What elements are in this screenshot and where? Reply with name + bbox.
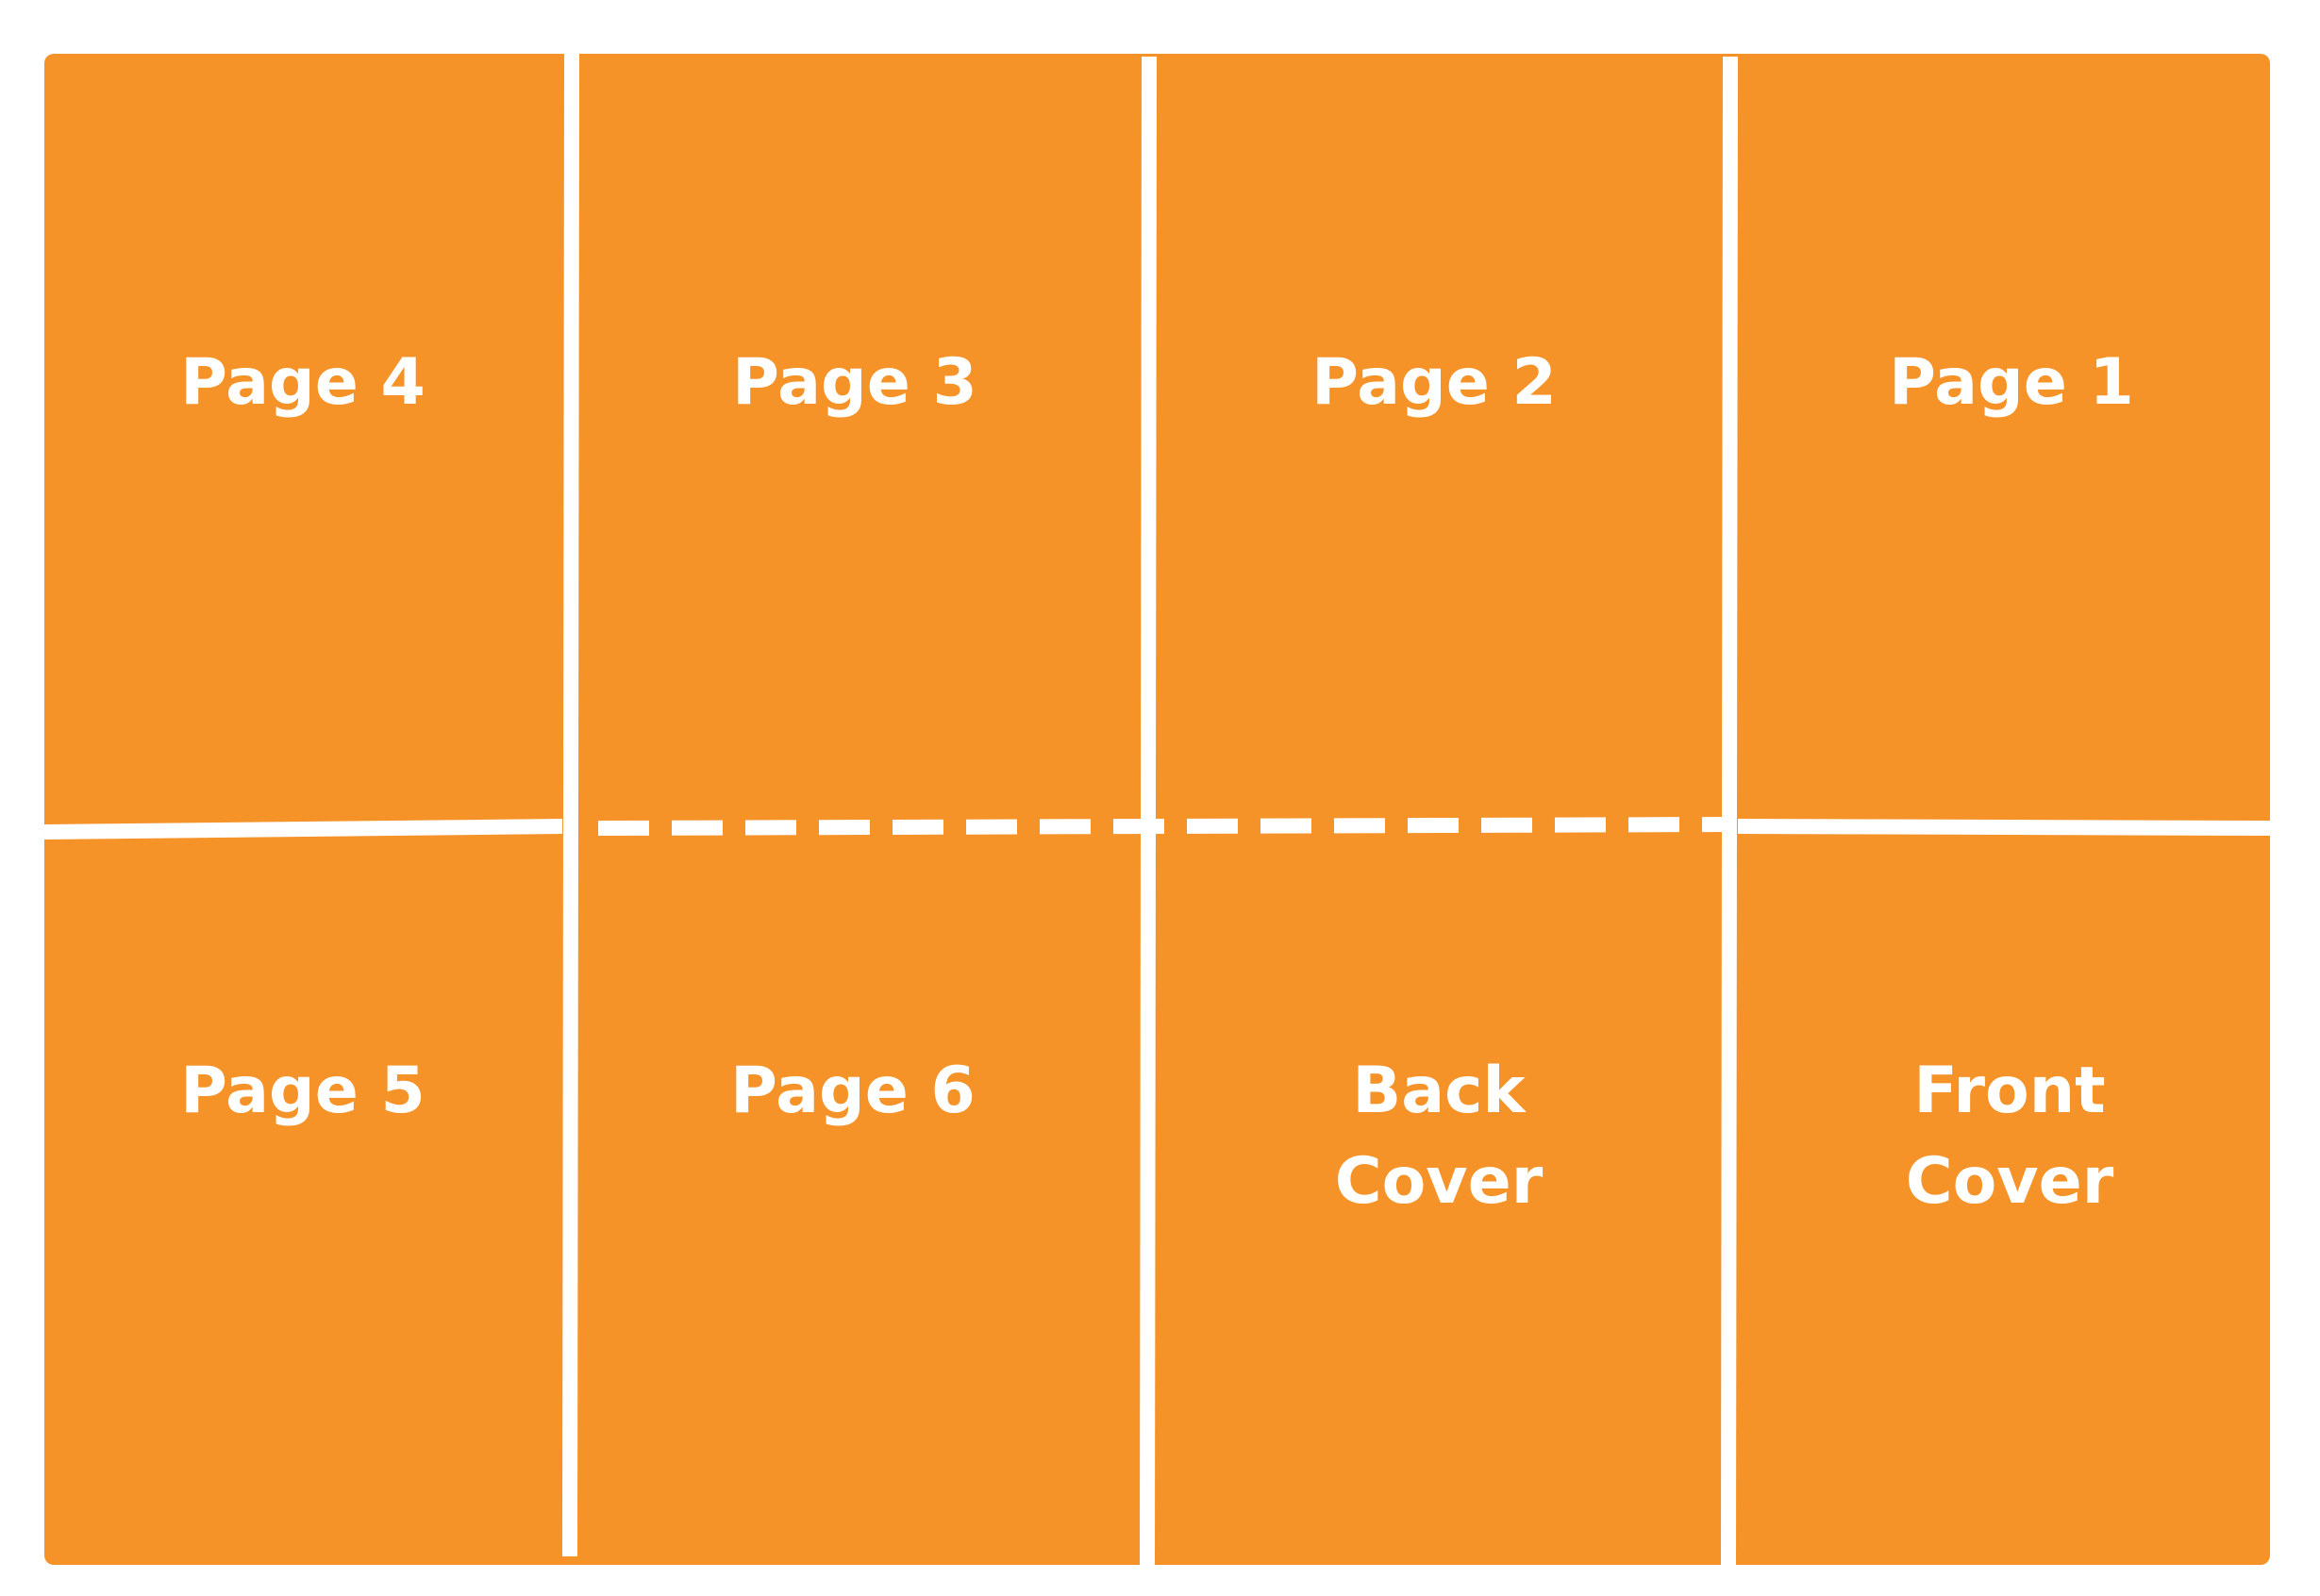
vertical-cut-lines	[562, 53, 1738, 1566]
panel-front-cover-line2: Cover	[1906, 1144, 2114, 1219]
sheet	[44, 54, 2270, 1565]
panel-page-2: Page 2	[1311, 345, 1557, 420]
horizontal-cut-lines	[43, 819, 2271, 840]
panel-page-6: Page 6	[730, 1054, 976, 1128]
cut-line-1	[562, 53, 579, 1557]
panel-back-cover-line1: Back	[1352, 1054, 1527, 1128]
cut-line-3	[1721, 56, 1738, 1566]
panel-front-cover-line1: Front	[1913, 1054, 2105, 1128]
panel-back-cover-line2: Cover	[1335, 1144, 1544, 1219]
fold-line-dashed	[597, 817, 1727, 836]
panel-page-1: Page 1	[1889, 345, 2134, 420]
panel-page-3: Page 3	[732, 345, 977, 420]
cut-line-right	[1737, 819, 2271, 836]
cut-line-2	[1140, 56, 1157, 1566]
panel-page-5: Page 5	[180, 1054, 426, 1128]
cut-line-left	[43, 819, 563, 840]
panel-page-4: Page 4	[180, 345, 426, 420]
